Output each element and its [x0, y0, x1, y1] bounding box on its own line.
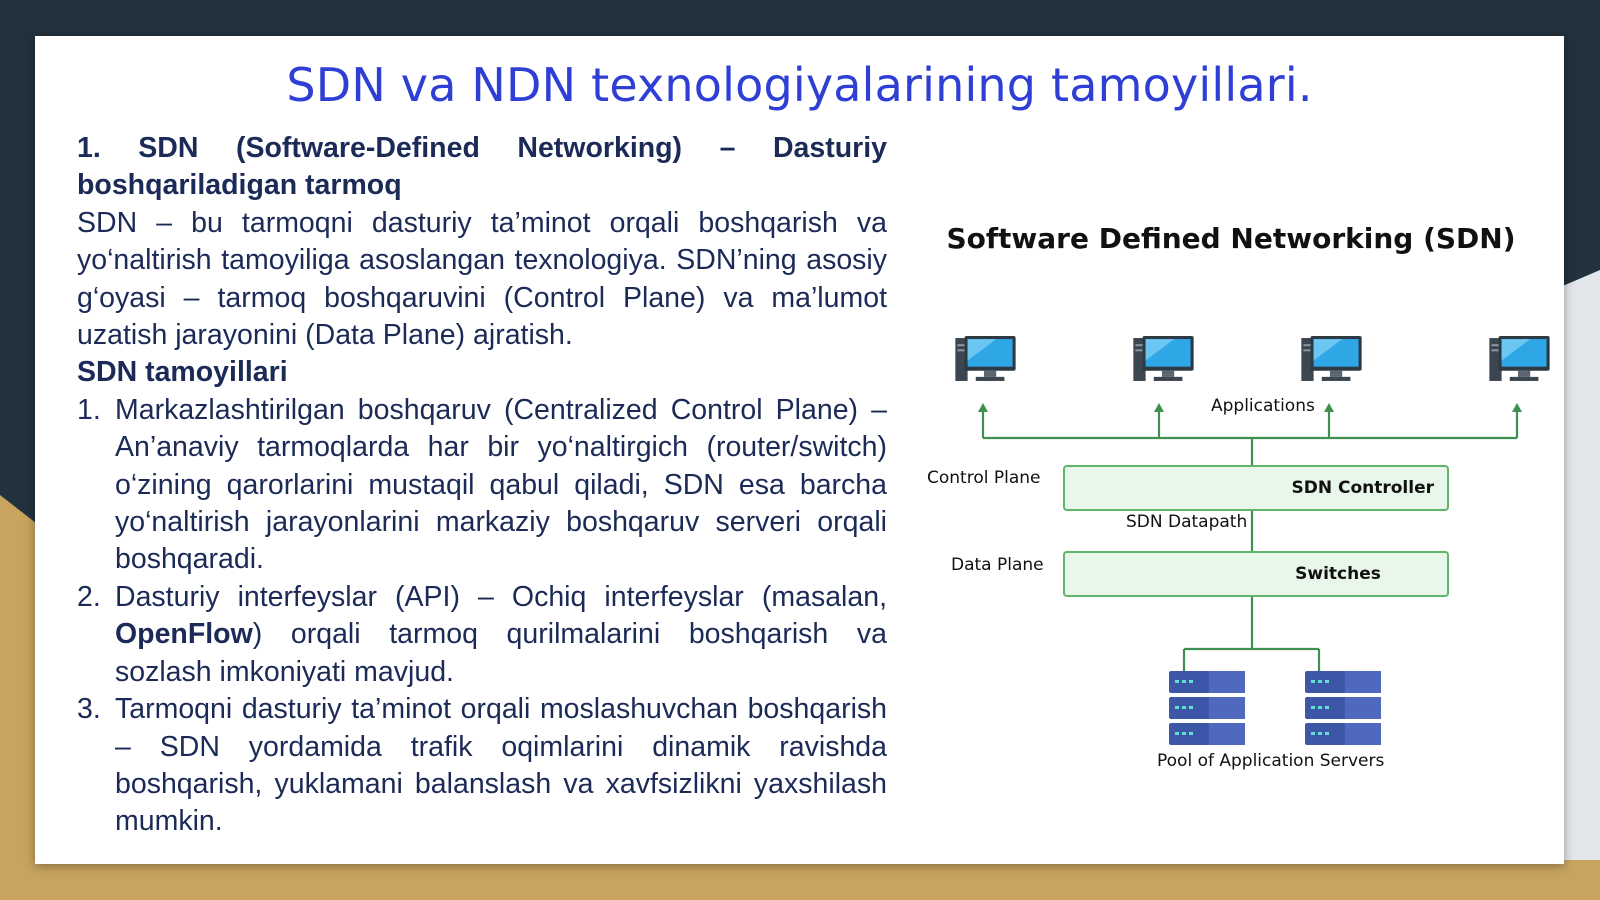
- computer-icon: [955, 336, 1016, 381]
- computer-icon: [1301, 336, 1362, 381]
- sdn-controller-box: SDN Controller: [1063, 465, 1449, 511]
- list-item-text: Dasturiy interfeyslar (API) – Ochiq inte…: [115, 580, 887, 613]
- list-item-number: 1.: [77, 393, 101, 426]
- list-item-number: 2.: [77, 580, 101, 613]
- switches-label: Switches: [1295, 564, 1381, 584]
- list-item: 2. Dasturiy interfeyslar (API) – Ochiq i…: [77, 579, 887, 691]
- switches-box: Switches: [1063, 551, 1449, 597]
- list-item-number: 3.: [77, 693, 101, 726]
- list-item-text-after: ) orqali tarmoq qurilmalarini boshqarish…: [115, 618, 887, 688]
- principles-heading: SDN tamoyillari: [77, 356, 288, 389]
- sdn-controller-label: SDN Controller: [1291, 478, 1434, 498]
- openflow-term: OpenFlow: [115, 618, 253, 651]
- diagram-title: Software Defined Networking (SDN): [946, 222, 1516, 255]
- control-plane-label: Control Plane: [927, 468, 1041, 488]
- sdn-datapath-label: SDN Datapath: [1126, 512, 1248, 532]
- list-item: 1. Markazlashtirilgan boshqaruv (Central…: [77, 392, 887, 579]
- principles-list: 1. Markazlashtirilgan boshqaruv (Central…: [77, 392, 887, 841]
- slide: SDN va NDN texnologiyalarining tamoyilla…: [35, 36, 1564, 864]
- computer-icon: [1489, 336, 1550, 381]
- sdn-diagram: Software Defined Networking (SDN): [901, 206, 1561, 771]
- diagram-connectors: [955, 336, 1550, 745]
- data-plane-label: Data Plane: [951, 555, 1044, 575]
- slide-title: SDN va NDN texnologiyalarining tamoyilla…: [286, 58, 1313, 112]
- section1-body: SDN – bu tarmoqni dasturiy ta’minot orqa…: [77, 206, 887, 352]
- applications-label: Applications: [1211, 396, 1315, 416]
- list-item-text: Markazlashtirilgan boshqaruv (Centralize…: [115, 393, 887, 576]
- server-icon: [1169, 671, 1245, 745]
- servers-label: Pool of Application Servers: [1157, 751, 1385, 771]
- section1-heading: 1. SDN (Software-Defined Networking) – D…: [77, 132, 887, 202]
- text-column: 1. SDN (Software-Defined Networking) – D…: [77, 130, 887, 841]
- list-item: 3. Tarmoqni dasturiy ta’minot orqali mos…: [77, 691, 887, 841]
- server-icon: [1305, 671, 1381, 745]
- list-item-text: Tarmoqni dasturiy ta’minot orqali moslas…: [115, 693, 887, 838]
- computer-icon: [1133, 336, 1194, 381]
